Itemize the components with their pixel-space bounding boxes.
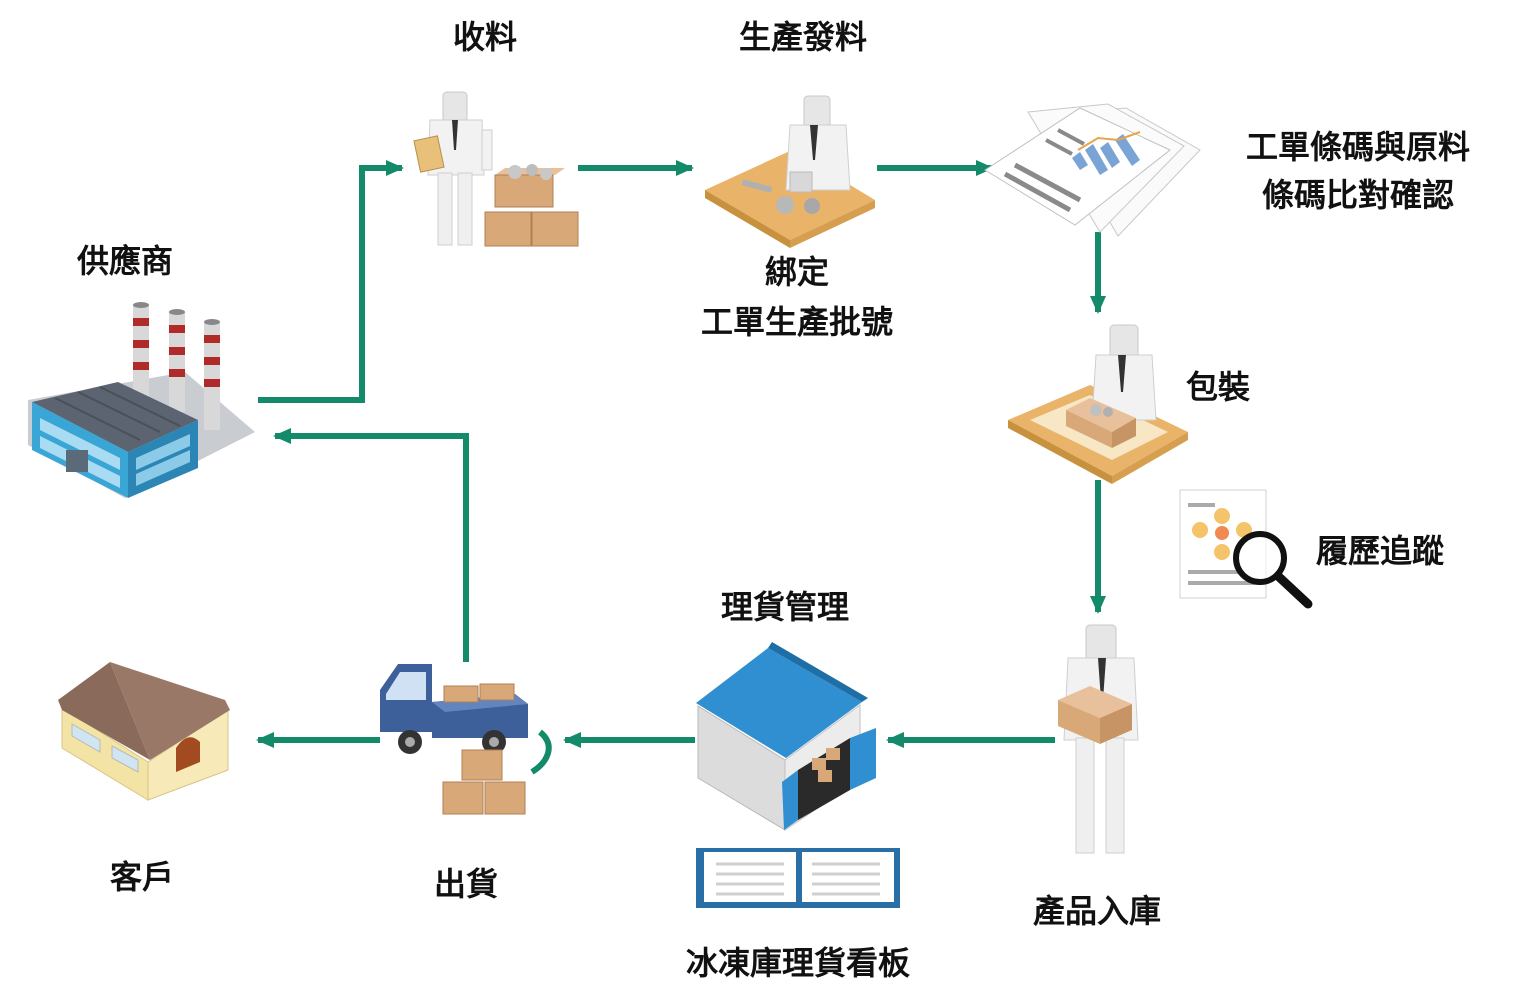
- inventory-label: 理貨管理: [721, 588, 849, 626]
- worker-carry-box-icon: [1058, 624, 1139, 854]
- dashboard-book-icon: [696, 848, 900, 908]
- receiving-label: 收料: [453, 18, 517, 56]
- packing-label: 包裝: [1186, 368, 1251, 406]
- arrow-shipping-to-supplier: [273, 428, 469, 662]
- board-label: 冰凍庫理貨看板: [686, 944, 910, 982]
- worker-desk-icon: [705, 95, 875, 248]
- documents-icon: [984, 103, 1201, 237]
- bind-label-line2: 工單生產批號: [701, 303, 893, 341]
- verify-label-line1: 工單條碼與原料: [1246, 128, 1470, 166]
- bind-label-line1: 綁定: [765, 253, 829, 291]
- warehouse-icon: [696, 642, 876, 831]
- truck-icon: [380, 664, 552, 815]
- warehousing-label: 產品入庫: [1033, 892, 1161, 930]
- worker-clipboard-icon: [413, 91, 579, 247]
- supplier-label: 供應商: [77, 242, 173, 280]
- flow-arrows: [256, 160, 1106, 748]
- shipping-label: 出貨: [434, 865, 498, 903]
- house-icon: [58, 662, 230, 801]
- trace-label: 履歷追蹤: [1316, 532, 1444, 570]
- verify-label-line2: 條碼比對確認: [1262, 176, 1454, 214]
- issue-label: 生產發料: [739, 18, 867, 56]
- packing-desk-icon: [1008, 324, 1188, 484]
- arrow-supplier-to-receiving: [258, 160, 404, 403]
- trace-magnifier-icon: [1179, 489, 1313, 609]
- factory-icon: [28, 302, 255, 498]
- customer-label: 客戶: [110, 858, 174, 896]
